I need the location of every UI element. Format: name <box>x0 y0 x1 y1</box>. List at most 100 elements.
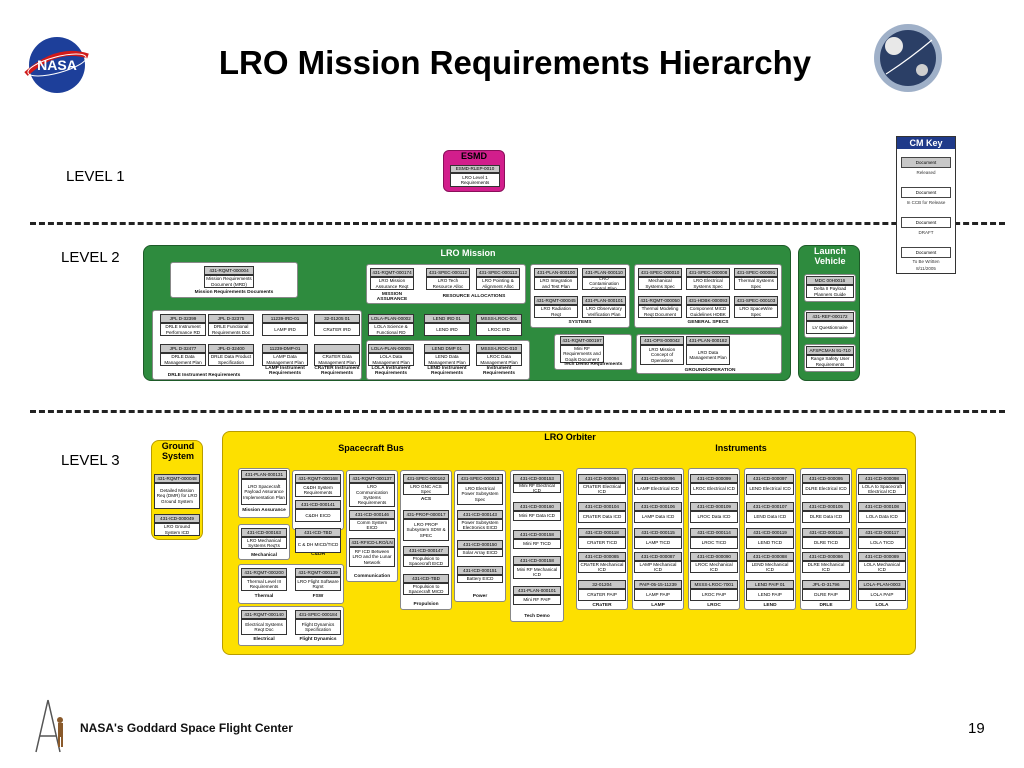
icol-0-doc-3-id: 431-ICD-000085 <box>578 552 626 561</box>
cm-key-doc-ccb: Document <box>901 187 951 198</box>
nasa-logo: NASA <box>22 34 92 96</box>
gen-doc-5-id: 431-SPEC-000103 <box>734 296 778 305</box>
inst-doc-b-3-desc: CRaTER Data Management Plan <box>314 353 360 366</box>
acs-doc-3-id: 431-ICD-TBD <box>403 574 449 583</box>
mech-caption: Mechanical <box>251 553 277 558</box>
gen-doc-3-id: 431-RQMT-000050 <box>638 296 682 305</box>
cm-key: CM Key Document Released Document In CCB… <box>896 136 956 274</box>
icol-5-doc-4-desc: LOLA PAIP <box>858 589 906 601</box>
td-doc-3-id: 431-ICD-000158 <box>513 556 561 565</box>
pwr-doc-1-desc: Power Subsystem Electronics EICD <box>457 519 503 531</box>
icol-3-doc-1-id: 431-ICD-000107 <box>746 502 794 511</box>
icol-4-doc-4-id: JPL-D-31796 <box>802 580 850 589</box>
ma-doc-l3-desc: LRO Spacecraft Payload Assurance Impleme… <box>241 479 287 505</box>
ra-caption: RESOURCE ALLOCATIONS <box>442 294 506 299</box>
icol-5-doc-2-id: 431-ICD-000117 <box>858 528 906 537</box>
icol-5-doc-4-id: LOLA-PLAN-0003 <box>858 580 906 589</box>
gen-doc-4-desc: Component MICD Guidelines HDBK <box>686 305 730 318</box>
cdh-caption: C&DH <box>311 552 325 557</box>
icol-3-doc-2-desc: LEND TICD <box>746 537 794 549</box>
ma-doc-l3-id: 431-PLAN-000131 <box>241 470 287 479</box>
level-3-label: LEVEL 3 <box>61 452 120 469</box>
icol-4-caption: DRLE <box>819 603 833 608</box>
cdh-doc-0-desc: C&DH System Requirements <box>295 483 341 497</box>
icol-4-doc-0-id: 431-ICD-000095 <box>802 474 850 483</box>
icol-0-doc-0-desc: CRaTER Electrical ICD <box>578 483 626 495</box>
lro-orbiter-title: LRO Orbiter <box>544 432 596 442</box>
acs-doc-2-desc: Propulsion to Spacecraft EICD <box>403 555 449 567</box>
systems-caption: SYSTEMS <box>568 320 592 325</box>
gen-doc-2-desc: Thermal Systems Spec <box>734 277 778 290</box>
esmd-doc-desc: LRO Level 1 Requirements <box>450 173 500 187</box>
elec-doc-0-desc: Electrical Systems Reqt Doc <box>241 619 287 635</box>
sys-doc-0-id: 431-PLAN-000100 <box>534 268 578 277</box>
inst-req-caption-3: LOLA Instrument Requirements <box>371 366 411 377</box>
icol-0-doc-2-desc: CRaTER TICD <box>578 537 626 549</box>
icol-1-doc-0-id: 431-ICD-000096 <box>634 474 682 483</box>
icol-2-doc-0-desc: LROC Electrical ICD <box>690 483 738 495</box>
ma-doc-id: 431-RQMT-000174 <box>370 268 414 277</box>
gen-doc-0-desc: Mechanical Systems Spec <box>638 277 682 290</box>
inst-req-caption-2: CRaTER Instrument Requirements <box>314 366 360 377</box>
inst-doc-b-3-id <box>314 344 360 353</box>
spacecraft-bus-title: Spacecraft Bus <box>338 443 404 453</box>
td-doc-0-desc: Mini RF Electrical ICD <box>513 483 561 493</box>
fsw-doc-0-desc: LRO Flight Software Rqmt <box>295 577 341 591</box>
fd-doc-0-desc: Flight Dynamics Specification <box>295 619 341 635</box>
icol-4-doc-2-id: 431-ICD-000116 <box>802 528 850 537</box>
pwr-doc-1-id: 431-ICD-000143 <box>457 510 503 519</box>
gnd-doc-0-desc: Detailed Mission Req (DMR) for LRO Groun… <box>154 483 200 509</box>
cm-key-doc-draft: Document <box>901 217 951 228</box>
mrd-caption: Mission Requirements Documents <box>194 290 274 295</box>
ma-doc-desc: LRO Mission Assurance Reqt <box>370 277 414 290</box>
ma-l3-caption: Mission Assurance <box>242 508 286 513</box>
level-2-label: LEVEL 2 <box>61 249 120 266</box>
acs-doc-3-desc: Propulsion to Spacecraft MICD <box>403 583 449 595</box>
fsw-doc-0-id: 431-RQMT-000139 <box>295 568 341 577</box>
gen-doc-3-desc: Thermal Modeling Reqt Document <box>638 305 682 318</box>
icol-2-caption: LROC <box>707 603 721 608</box>
prop-caption: Propulsion <box>413 602 439 607</box>
td-doc-1-id: 431-ICD-000160 <box>513 502 561 511</box>
cm-key-date: 8/11/2005 <box>916 266 936 271</box>
inst-doc-b-2-desc: LAMP Data Management Plan <box>262 353 308 366</box>
launch-doc-2-id: AFSPCMAN 91-710 <box>806 346 854 355</box>
inst-doc-a-5-desc: LEND IRD <box>424 323 470 336</box>
icol-5-doc-3-desc: LOLA Mechanical ICD <box>858 561 906 573</box>
td-req-doc-desc: Mini RF Requirements and Goals Document <box>560 345 604 363</box>
go-doc-0-id: 431-OPS-000042 <box>640 336 684 345</box>
icol-3-doc-0-desc: LEND Electrical ICD <box>746 483 794 495</box>
inst-doc-b-2-id: 11239-DMP-01 <box>262 344 308 353</box>
pwr-doc-0-desc: LRO Electrical Power Subsystem Spec <box>457 483 503 505</box>
inst-doc-b-5-desc: LEND Data Management Plan <box>424 353 470 366</box>
icol-0-doc-2-id: 431-ICD-000118 <box>578 528 626 537</box>
icol-2-doc-3-id: 431-ICD-000090 <box>690 552 738 561</box>
mech-doc-0-desc: LRO Mechanical Systems Req'ts <box>241 537 287 549</box>
icol-0-doc-4-id: 32-01204 <box>578 580 626 589</box>
launch-doc-2-desc: Range Safety User Requirements <box>806 355 854 368</box>
sys-doc-2-desc: LRO Radiation Reqt <box>534 305 578 318</box>
cm-key-title: CM Key <box>897 137 955 149</box>
inst-doc-a-0-id: JPL D-32399 <box>160 314 206 323</box>
inst-doc-b-4-id: LOLA-PLAN-00005 <box>368 344 414 353</box>
ma-caption: MISSION ASSURANCE <box>376 292 408 303</box>
sys-doc-3-id: 431-PLAN-000101 <box>582 296 626 305</box>
acs-doc-1-desc: LRO PROP Subsystem SDW & SPEC <box>403 519 449 541</box>
astronaut-figure <box>28 696 74 754</box>
icol-1-doc-4-id: PAIP-05-15-11239 <box>634 580 682 589</box>
gen-doc-2-id: 431-SPEC-000091 <box>734 268 778 277</box>
icol-0-doc-1-id: 431-ICD-000104 <box>578 502 626 511</box>
td-doc-2-id: 431-ICD-000158 <box>513 530 561 539</box>
elec-doc-0-id: 431-RQMT-000140 <box>241 610 287 619</box>
icol-0-caption: CRaTER <box>592 603 612 608</box>
icol-1-doc-3-desc: LAMP Mechanical ICD <box>634 561 682 573</box>
go-doc-0-desc: LRO Mission Concept of Operations <box>640 345 684 365</box>
inst-req-caption-4: LEND Instrument Requirements <box>427 366 467 377</box>
inst-doc-a-0-desc: DRLE Instrument Performance RD <box>160 323 206 336</box>
mech-doc-0-id: 431-ICD-000163 <box>241 528 287 537</box>
gnd-doc-1-id: 431-ICD-000049 <box>154 514 200 523</box>
td-doc-4-id: 431-PLAN-000101 <box>513 586 561 595</box>
cdh-doc-0-id: 431-RQMT-000168 <box>295 474 341 483</box>
cm-key-released-label: Released <box>916 170 936 175</box>
mrd-doc-desc: Mission Requirements Document (MRD) <box>204 275 254 288</box>
